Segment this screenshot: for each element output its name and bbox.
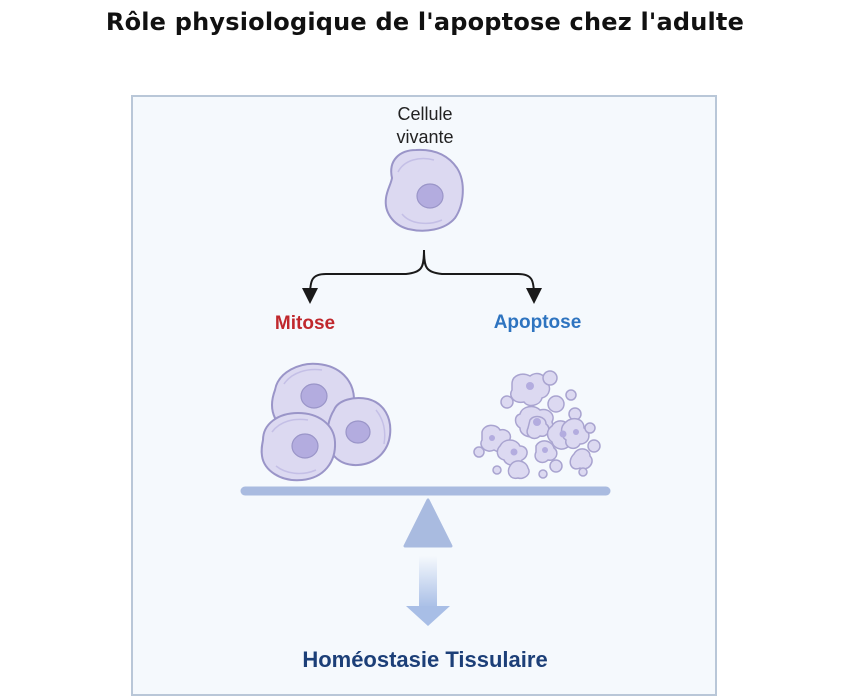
nucleus bbox=[416, 183, 444, 209]
homeostasis-label: Homéostasie Tissulaire bbox=[302, 647, 548, 672]
apoptosis-label: Apoptose bbox=[493, 312, 582, 333]
mitosis-cell-right bbox=[326, 397, 392, 467]
mitosis-cells bbox=[260, 362, 392, 482]
living-cell-label: Cellule vivante bbox=[360, 103, 490, 149]
mitosis-cell-front bbox=[260, 411, 337, 482]
homeostasis-arrow bbox=[406, 556, 450, 626]
apoptotic-nuclear-fragments bbox=[489, 382, 579, 456]
living-cell bbox=[384, 148, 464, 232]
balance-fulcrum bbox=[403, 498, 453, 548]
mitosis-label: Mitose bbox=[274, 313, 336, 334]
living-cell-label-line-2: vivante bbox=[396, 127, 454, 147]
branching-arrows bbox=[302, 249, 542, 304]
page-title: Rôle physiologique de l'apoptose chez l'… bbox=[105, 8, 745, 36]
living-cell-label-line-1: Cellule bbox=[397, 104, 453, 124]
